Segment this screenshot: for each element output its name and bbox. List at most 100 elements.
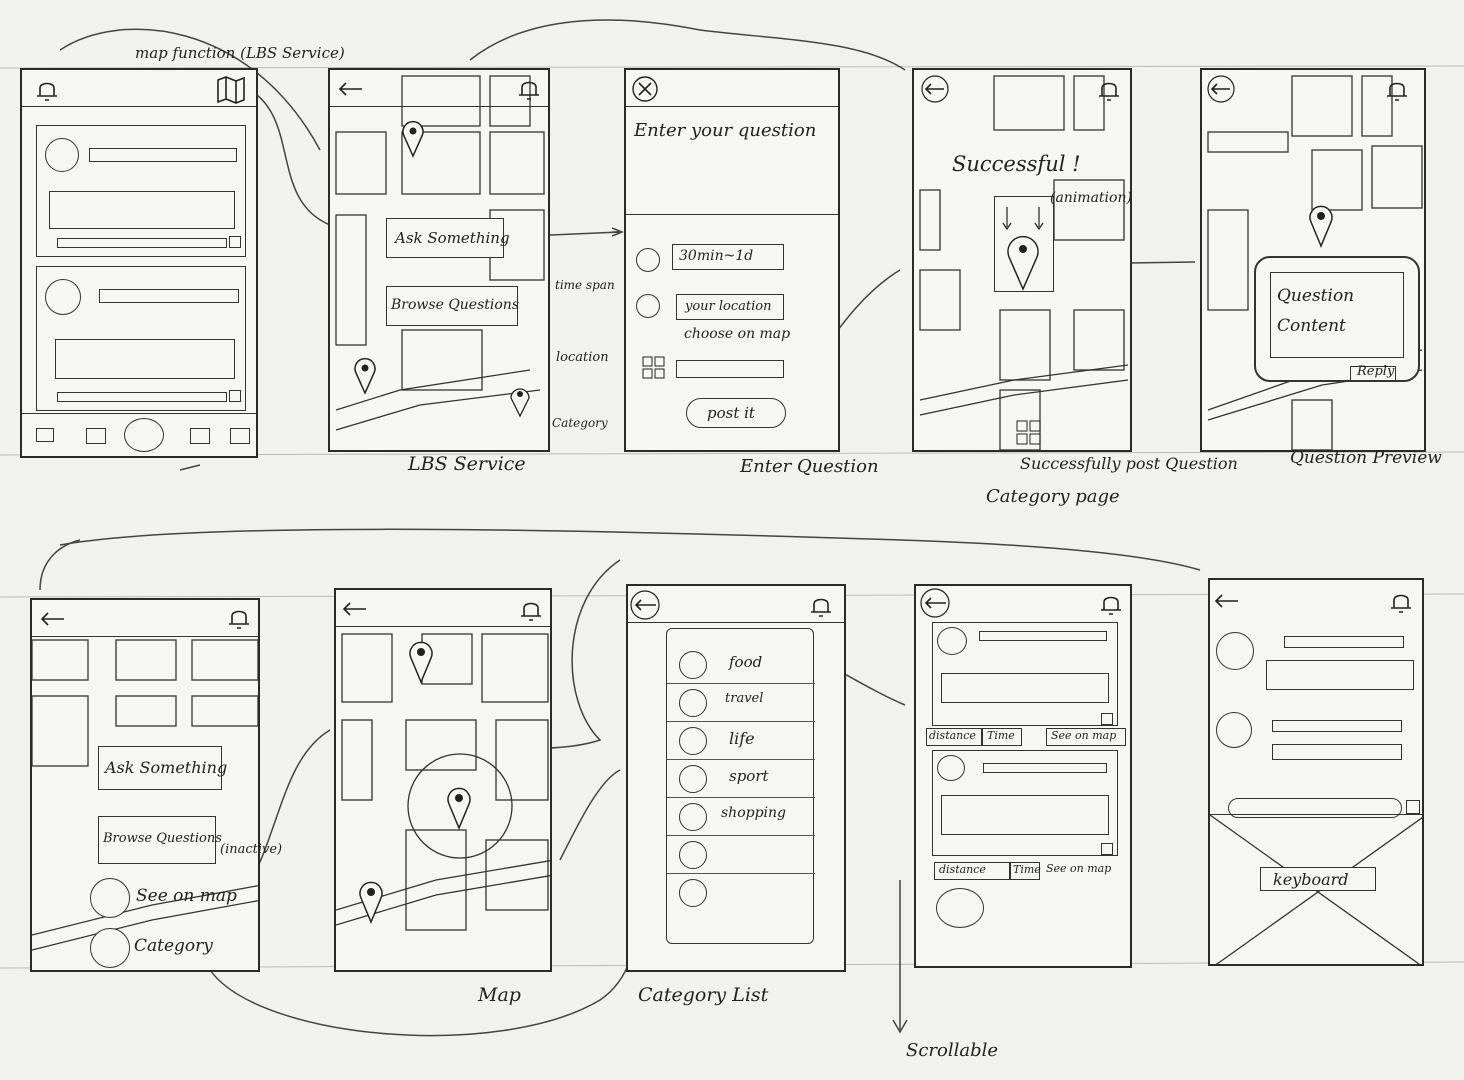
see-on-map-filter[interactable]: See on map bbox=[1046, 728, 1126, 746]
send-button[interactable] bbox=[229, 236, 241, 248]
map-streets bbox=[32, 639, 258, 951]
post-it-button[interactable]: post it bbox=[686, 398, 786, 428]
send-button[interactable] bbox=[1101, 713, 1113, 725]
location-field[interactable]: your location bbox=[676, 294, 784, 320]
category-icon bbox=[679, 803, 707, 831]
tab-icon[interactable] bbox=[36, 428, 54, 442]
keyboard-area[interactable]: keyboard bbox=[1210, 814, 1422, 964]
time-filter[interactable]: Time bbox=[1010, 862, 1041, 880]
distance-filter[interactable]: distance bbox=[934, 862, 1010, 880]
caption-category-list: Category List bbox=[638, 984, 769, 1006]
location-icon bbox=[636, 294, 660, 318]
tab-icon[interactable] bbox=[230, 428, 250, 444]
list-item[interactable]: sport bbox=[667, 761, 815, 798]
send-button[interactable] bbox=[1101, 843, 1113, 855]
bell-icon[interactable] bbox=[1382, 76, 1412, 106]
top-bar bbox=[32, 600, 258, 637]
avatar bbox=[45, 138, 79, 172]
filter-bar: distance Time See on map bbox=[926, 728, 1126, 746]
location-pin-icon bbox=[1309, 205, 1333, 248]
list-item[interactable] bbox=[667, 837, 815, 874]
choose-on-map-link[interactable]: choose on map bbox=[684, 326, 791, 342]
bell-icon[interactable] bbox=[806, 592, 836, 622]
send-button[interactable] bbox=[1406, 800, 1420, 814]
category-icon bbox=[679, 841, 707, 869]
reply-field[interactable] bbox=[57, 238, 227, 248]
question-card[interactable] bbox=[36, 125, 246, 257]
bell-icon[interactable] bbox=[514, 75, 544, 105]
bell-icon[interactable] bbox=[516, 596, 546, 626]
back-arrow-icon[interactable] bbox=[918, 588, 952, 618]
question-card[interactable] bbox=[932, 622, 1118, 726]
avatar bbox=[1216, 632, 1254, 670]
category-field[interactable] bbox=[676, 360, 784, 378]
map-streets bbox=[335, 75, 545, 431]
tab-icon[interactable] bbox=[86, 428, 106, 444]
ask-center-button[interactable] bbox=[124, 418, 164, 452]
category-link[interactable]: Category bbox=[134, 936, 213, 956]
see-on-map-filter[interactable]: See on map bbox=[1046, 862, 1112, 875]
list-item[interactable]: shopping bbox=[667, 799, 815, 836]
list-item[interactable]: life bbox=[667, 723, 815, 760]
back-arrow-icon[interactable] bbox=[338, 594, 372, 624]
see-on-map-link[interactable]: See on map bbox=[136, 886, 237, 906]
question-popup[interactable]: Question Content Reply bbox=[1254, 256, 1420, 382]
annotation-category: Category bbox=[552, 416, 608, 430]
category-grid-icon[interactable] bbox=[1016, 420, 1042, 446]
location-pin-icon[interactable] bbox=[400, 118, 426, 158]
location-pin-icon[interactable] bbox=[356, 876, 386, 924]
back-arrow-icon[interactable] bbox=[918, 74, 952, 104]
ask-something-button[interactable]: Ask Something bbox=[386, 218, 510, 258]
reply-input[interactable] bbox=[1228, 798, 1402, 818]
distance-filter[interactable]: distance bbox=[926, 728, 982, 746]
reply-button[interactable]: Reply bbox=[1350, 364, 1396, 382]
location-pin-icon[interactable] bbox=[444, 782, 474, 830]
back-arrow-icon[interactable] bbox=[334, 74, 368, 104]
send-button[interactable] bbox=[229, 390, 241, 402]
reply-body bbox=[1272, 744, 1402, 760]
time-span-select[interactable]: 30min~1d bbox=[672, 244, 784, 270]
browse-questions-button[interactable]: Browse Questions bbox=[98, 816, 222, 864]
bell-icon[interactable] bbox=[1386, 588, 1416, 618]
question-card[interactable] bbox=[932, 750, 1118, 856]
question-card[interactable] bbox=[36, 266, 246, 411]
question-title-line bbox=[1284, 636, 1404, 648]
map-icon[interactable] bbox=[90, 878, 130, 918]
bell-icon[interactable] bbox=[224, 604, 254, 634]
question-title-line bbox=[99, 289, 239, 303]
question-body bbox=[941, 673, 1109, 703]
back-arrow-icon[interactable] bbox=[36, 604, 70, 634]
location-pin-icon[interactable] bbox=[352, 355, 378, 395]
category-icon bbox=[679, 765, 707, 793]
map-icon[interactable] bbox=[214, 74, 250, 106]
annotation-location: location bbox=[556, 350, 609, 365]
caption-success: Successfully post Question bbox=[1020, 454, 1238, 473]
tab-icon[interactable] bbox=[190, 428, 210, 444]
back-arrow-icon[interactable] bbox=[628, 590, 662, 620]
browse-questions-button[interactable]: Browse Questions bbox=[386, 286, 519, 326]
bell-icon[interactable] bbox=[32, 76, 62, 106]
category-icon[interactable] bbox=[90, 928, 130, 968]
list-item[interactable]: food bbox=[667, 647, 815, 684]
bell-icon[interactable] bbox=[1096, 590, 1126, 620]
screen-lbs-service: Ask Something Browse Questions bbox=[328, 68, 550, 452]
location-pin-icon[interactable] bbox=[406, 636, 436, 684]
top-bar bbox=[626, 70, 838, 107]
screen-success: Successful ! bbox=[912, 68, 1132, 452]
ask-something-button[interactable]: Ask Something bbox=[98, 746, 227, 790]
annotation-inactive: (inactive) bbox=[220, 842, 283, 857]
question-body bbox=[1266, 660, 1414, 690]
back-arrow-icon[interactable] bbox=[1204, 74, 1238, 104]
location-pin-icon[interactable] bbox=[508, 382, 532, 418]
category-icon bbox=[679, 727, 707, 755]
close-icon[interactable] bbox=[630, 74, 660, 104]
list-item[interactable] bbox=[667, 875, 815, 911]
back-arrow-icon[interactable] bbox=[1210, 586, 1244, 616]
bell-icon[interactable] bbox=[1094, 76, 1124, 106]
reply-field[interactable] bbox=[57, 392, 227, 402]
list-item[interactable]: travel bbox=[667, 685, 815, 722]
category-icon bbox=[679, 651, 707, 679]
question-input-area[interactable]: Enter your question bbox=[626, 106, 838, 215]
time-filter[interactable]: Time bbox=[982, 728, 1022, 746]
caption-enter-question: Enter Question bbox=[740, 456, 879, 477]
